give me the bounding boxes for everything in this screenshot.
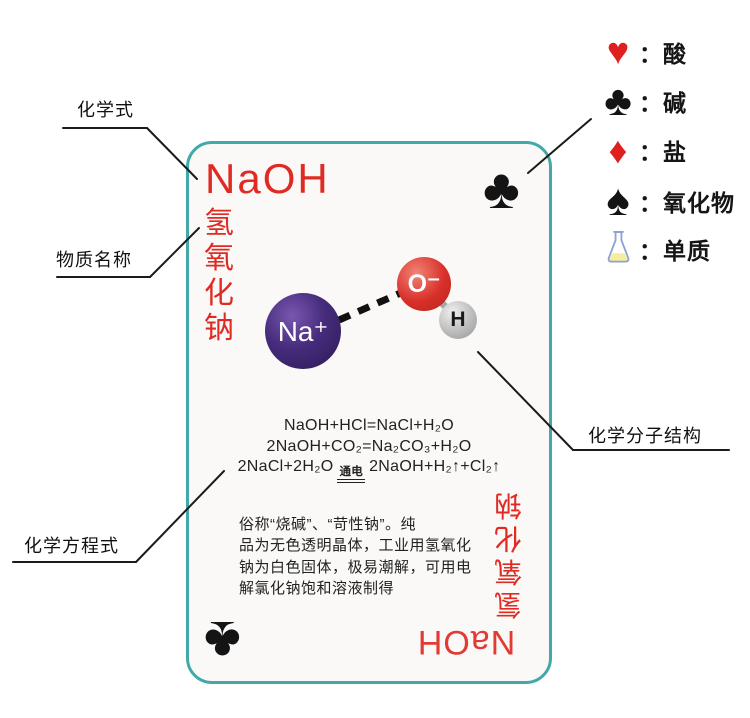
legend-label-base: ：碱 — [639, 90, 687, 116]
hydrogen-atom-sphere: H — [439, 301, 477, 339]
card-suit-top-icon: ♣ — [483, 157, 520, 220]
sodium-ion-label: Na⁺ — [277, 315, 329, 347]
substance-description: 俗称“烧碱”、“苛性钠”。纯 品为无色透明晶体，工业用氢氧化 钠为白色固体，极易… — [239, 514, 489, 599]
flask-icon — [597, 230, 639, 268]
chemical-equations: NaOH+HCl=NaCl+H₂O 2NaOH+CO₂=Na₂CO₃+H₂O 2… — [189, 416, 549, 484]
card-formula: NaOH — [205, 155, 330, 202]
heart-suit-icon: ♥ — [606, 31, 630, 73]
legend-item-element: ：单质 — [597, 225, 747, 273]
equation-1: NaOH+HCl=NaCl+H₂O — [283, 417, 455, 434]
chemistry-card: NaOH 氢氧化钠 ♣ Na⁺ O⁻ H NaOH+HCl=NaCl+H₂O 2… — [186, 141, 552, 684]
equation-3-right: 2NaOH+H₂↑+Cl₂↑ — [369, 458, 501, 475]
equation-3-condition: 通电 — [337, 466, 366, 484]
legend-label-element: ：单质 — [639, 238, 711, 264]
oxygen-ion-sphere: O⁻ — [397, 257, 451, 311]
equation-2: 2NaOH+CO₂=Na₂CO₃+H₂O — [266, 437, 472, 455]
description-line: 品为无色透明晶体，工业用氢氧化 — [239, 537, 472, 555]
name-annotation-label: 物质名称 — [56, 250, 132, 270]
legend-label-acid: ：酸 — [639, 41, 687, 67]
club-suit-icon: ♣ — [604, 77, 632, 124]
ionic-dashed-bond — [337, 287, 407, 324]
description-line: 解氯化钠饱和溶液制得 — [239, 579, 395, 597]
oxygen-ion-label: O⁻ — [407, 270, 441, 298]
equation-annotation-label: 化学方程式 — [24, 536, 119, 556]
molecule-bonds — [337, 281, 461, 324]
legend-item-salt: ♦ ：盐 — [597, 126, 747, 174]
legend-label-salt: ：盐 — [639, 139, 687, 165]
description-line: 俗称“烧碱”、“苛性钠”。纯 — [239, 516, 416, 533]
sodium-ion-sphere: Na⁺ — [265, 293, 341, 369]
card-substance-name: 氢氧化钠 — [204, 207, 234, 345]
legend-item-oxide: ♠ ：氧化物 — [597, 177, 747, 225]
description-line: 钠为白色固体，极易潮解，可用电 — [239, 558, 472, 576]
legend-item-acid: ♥ ：酸 — [597, 28, 747, 76]
formula-annotation-label: 化学式 — [77, 100, 134, 120]
spade-suit-icon: ♠ — [606, 176, 630, 225]
hydrogen-atom-label: H — [450, 308, 466, 331]
equation-3-left: 2NaCl+2H₂O — [237, 458, 334, 475]
legend-item-base: ♣ ：碱 — [597, 77, 747, 125]
legend-label-oxide: ：氧化物 — [639, 190, 735, 216]
diamond-suit-icon: ♦ — [608, 129, 628, 171]
structure-annotation-label: 化学分子结构 — [588, 426, 702, 446]
